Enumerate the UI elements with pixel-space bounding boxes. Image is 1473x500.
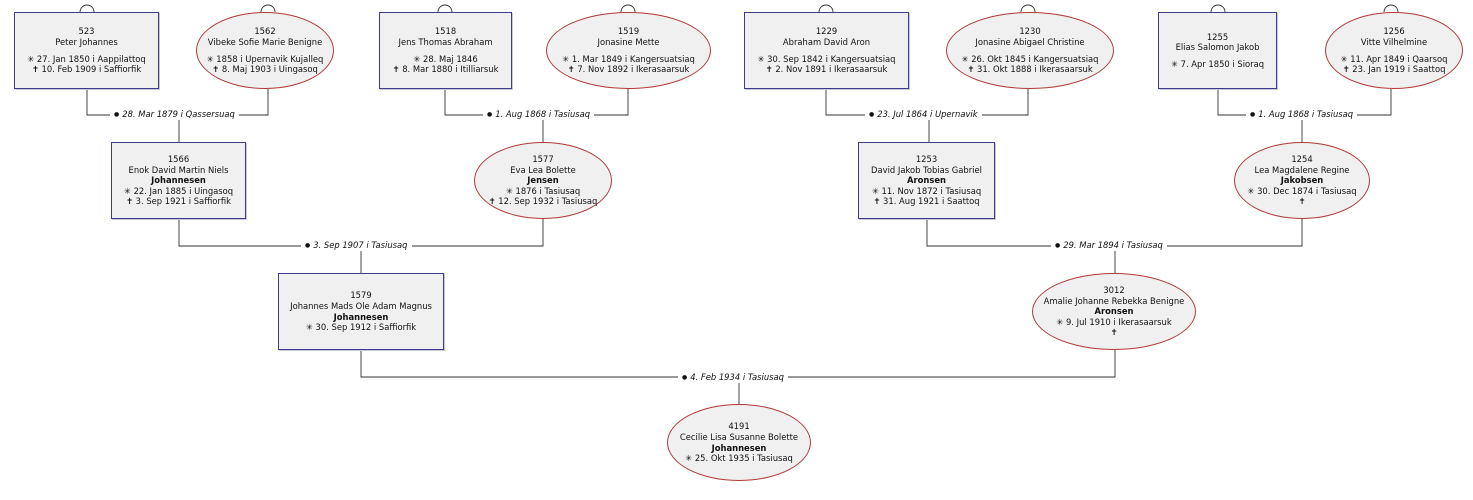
person-given-names: David Jakob Tobias Gabriel xyxy=(871,164,982,175)
person-id: 1230 xyxy=(1019,26,1041,37)
ancestor-arc xyxy=(1383,4,1399,13)
person-birth: ✳ 25. Okt 1935 i Tasiusaq xyxy=(685,453,793,464)
person-birth: ✳ 1876 i Tasiusaq xyxy=(505,185,581,196)
person-birth: ✳ 11. Nov 1872 i Tasiusaq xyxy=(871,185,982,196)
person-id: 1253 xyxy=(915,154,938,165)
person-birth: ✳ 1858 i Upernavik Kujalleq xyxy=(206,53,324,64)
person-given-names: Johannes Mads Ole Adam Magnus xyxy=(290,300,432,311)
person-death: ✝ 31. Aug 1921 i Saattoq xyxy=(873,196,980,207)
person-1579[interactable]: 1579 Johannes Mads Ole Adam Magnus Johan… xyxy=(278,273,444,350)
person-death: ✝ 2. Nov 1891 i Ikerasaarsuk xyxy=(765,64,888,75)
person-birth: ✳ 22. Jan 1885 i Uingasoq xyxy=(123,185,234,196)
person-id: 3012 xyxy=(1103,285,1125,296)
person-4191[interactable]: 4191 Cecilie Lisa Susanne Bolette Johann… xyxy=(667,404,811,481)
person-given-names: Jonasine Abigael Christine xyxy=(975,36,1085,47)
person-id: 1256 xyxy=(1383,26,1405,37)
ancestor-arc xyxy=(818,4,834,13)
person-given-names: Abraham David Aron xyxy=(782,36,871,47)
person-1566[interactable]: 1566 Enok David Martin Niels Johannesen … xyxy=(111,142,246,219)
person-birth: ✳ 28. Maj 1846 xyxy=(413,53,478,64)
person-1230[interactable]: 1230 Jonasine Abigael Christine ✳ 26. Ok… xyxy=(946,12,1114,89)
person-surname: Jakobsen xyxy=(1280,175,1324,186)
person-given-names: Jens Thomas Abraham xyxy=(398,36,493,47)
person-death: ✝ 12. Sep 1932 i Tasiusaq xyxy=(488,196,598,207)
person-id: 4191 xyxy=(728,421,750,432)
person-given-names: Eva Lea Bolette xyxy=(510,164,576,175)
ancestor-arc xyxy=(79,4,95,13)
person-surname: Johannesen xyxy=(151,175,206,186)
person-523[interactable]: 523 Peter Johannes ✳ 27. Jan 1850 i Aapp… xyxy=(14,12,159,89)
person-id: 1229 xyxy=(815,26,838,37)
person-birth: ✳ 1. Mar 1849 i Kangersuatsiaq xyxy=(562,53,695,64)
person-given-names: Vitte Vilhelmine xyxy=(1360,36,1428,47)
ancestor-arc xyxy=(1020,4,1036,13)
person-death: ✝ xyxy=(1298,196,1306,207)
person-birth: ✳ 30. Dec 1874 i Tasiusaq xyxy=(1247,185,1357,196)
person-id: 1562 xyxy=(254,26,276,37)
ancestor-arc xyxy=(620,4,636,13)
person-given-names: Elias Salomon Jakob xyxy=(1175,42,1260,53)
person-death: ✝ 8. Mar 1880 i Itilliarsuk xyxy=(392,64,499,75)
person-death: ✝ 10. Feb 1909 i Saffiorfik xyxy=(31,64,142,75)
person-1577[interactable]: 1577 Eva Lea Bolette Jensen ✳ 1876 i Tas… xyxy=(474,142,612,219)
person-1253[interactable]: 1253 David Jakob Tobias Gabriel Aronsen … xyxy=(858,142,995,219)
person-birth: ✳ 27. Jan 1850 i Aappilattoq xyxy=(27,53,146,64)
person-id: 1566 xyxy=(167,154,190,165)
person-id: 523 xyxy=(78,26,95,37)
person-1256[interactable]: 1256 Vitte Vilhelmine ✳ 11. Apr 1849 i Q… xyxy=(1325,12,1463,89)
person-death: ✝ xyxy=(1110,327,1118,338)
person-death: ✝ 23. Jan 1919 i Saattoq xyxy=(1342,64,1446,75)
ancestor-arc xyxy=(260,4,276,13)
person-surname: Johannesen xyxy=(711,442,767,453)
person-death: ✝ 3. Sep 1921 i Saffiorfik xyxy=(126,196,231,207)
marriage-label: ●23. Jul 1864 i Upernavik xyxy=(865,109,982,120)
person-1518[interactable]: 1518 Jens Thomas Abraham ✳ 28. Maj 1846 … xyxy=(379,12,512,89)
person-surname: Jensen xyxy=(527,175,559,186)
person-birth: ✳ 30. Sep 1842 i Kangersuatsiaq xyxy=(757,53,896,64)
person-surname: Johannesen xyxy=(333,311,389,322)
person-surname: Aronsen xyxy=(1094,306,1134,317)
person-id: 1519 xyxy=(617,26,640,37)
person-1562[interactable]: 1562 Vibeke Sofie Marie Benigne ✳ 1858 i… xyxy=(196,12,334,89)
person-given-names: Lea Magdalene Regine xyxy=(1254,164,1350,175)
person-id: 1255 xyxy=(1206,31,1229,42)
person-1229[interactable]: 1229 Abraham David Aron ✳ 30. Sep 1842 i… xyxy=(744,12,909,89)
person-id: 1254 xyxy=(1291,154,1313,165)
person-1254[interactable]: 1254 Lea Magdalene Regine Jakobsen ✳ 30.… xyxy=(1234,142,1370,219)
person-id: 1579 xyxy=(350,290,372,301)
person-birth: ✳ 30. Sep 1912 i Saffiorfik xyxy=(305,322,417,333)
person-given-names: Jonasine Mette xyxy=(597,36,660,47)
person-birth: ✳ 26. Okt 1845 i Kangersuatsiaq xyxy=(961,53,1099,64)
person-birth: ✳ 11. Apr 1849 i Qaarsoq xyxy=(1340,53,1448,64)
marriage-label: ●29. Mar 1894 i Tasiusaq xyxy=(1051,240,1167,251)
person-birth: ✳ 9. Jul 1910 i Ikerasaarsuk xyxy=(1056,316,1172,327)
marriage-label: ●28. Mar 1879 i Qassersuaq xyxy=(110,109,239,120)
person-id: 1577 xyxy=(532,154,554,165)
ancestor-arc xyxy=(1210,4,1226,13)
person-given-names: Vibeke Sofie Marie Benigne xyxy=(207,36,323,47)
person-given-names: Cecilie Lisa Susanne Bolette xyxy=(679,431,799,442)
person-death: ✝ 31. Okt 1888 i Ikerasaarsuk xyxy=(967,64,1093,75)
person-given-names: Peter Johannes xyxy=(55,36,118,47)
marriage-label: ●1. Aug 1868 i Tasiusaq xyxy=(483,109,595,120)
marriage-label: ●1. Aug 1868 i Tasiusaq xyxy=(1246,109,1358,120)
person-given-names: Amalie Johanne Rebekka Benigne xyxy=(1043,295,1185,306)
marriage-label: ●3. Sep 1907 i Tasiusaq xyxy=(301,240,412,251)
person-surname: Aronsen xyxy=(907,175,946,186)
ancestor-arc xyxy=(437,4,453,13)
person-id: 1518 xyxy=(434,26,457,37)
marriage-label: ●4. Feb 1934 i Tasiusaq xyxy=(678,372,788,383)
person-3012[interactable]: 3012 Amalie Johanne Rebekka Benigne Aron… xyxy=(1032,273,1196,350)
person-death: ✝ 7. Nov 1892 i Ikerasaarsuk xyxy=(567,64,690,75)
person-birth: ✳ 7. Apr 1850 i Sioraq xyxy=(1170,58,1265,69)
person-1519[interactable]: 1519 Jonasine Mette ✳ 1. Mar 1849 i Kang… xyxy=(546,12,711,89)
person-death: ✝ 8. Maj 1903 i Uingasoq xyxy=(212,64,318,75)
person-given-names: Enok David Martin Niels xyxy=(128,164,229,175)
person-1255[interactable]: 1255 Elias Salomon Jakob ✳ 7. Apr 1850 i… xyxy=(1158,12,1277,89)
